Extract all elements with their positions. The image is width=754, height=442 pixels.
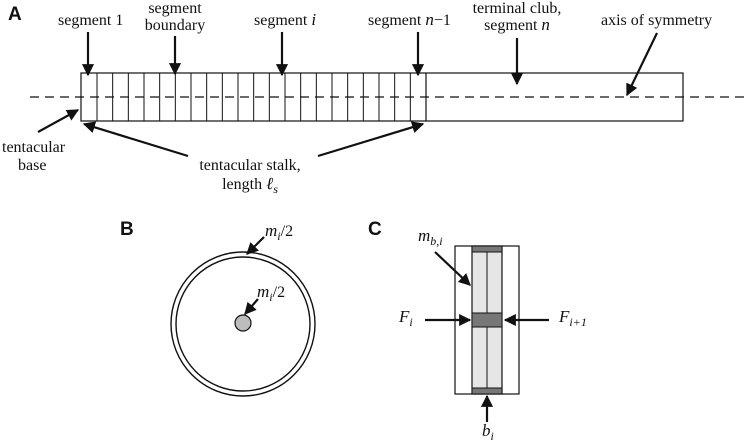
label-F-left: Fi	[398, 307, 413, 329]
middle-mass	[471, 312, 503, 328]
center-mass	[234, 314, 252, 332]
arrow-mb	[434, 251, 471, 286]
arrow-stalk-right	[317, 121, 425, 158]
top-cap	[471, 245, 503, 253]
label-mb: mb,i	[418, 226, 443, 248]
bottom-cap	[471, 387, 503, 395]
label-tentacular-base-1: tentacular	[2, 139, 66, 156]
arrow-stalk-left	[82, 121, 189, 158]
label-stalk-1: tentacular stalk,	[199, 157, 300, 174]
label-axis-of-symmetry: axis of symmetry	[601, 12, 712, 29]
label-segment-i: segment i	[254, 10, 316, 29]
label-stalk-2: length ℓs	[222, 174, 278, 196]
label-m-center: mi/2	[257, 282, 285, 304]
arrow-tentacular-base	[37, 109, 80, 133]
label-segment-n-1: segment n−1	[368, 10, 451, 29]
panel-b-letter: B	[120, 219, 134, 240]
label-segment-boundary-2: boundary	[145, 17, 205, 34]
arrow-m-outer	[246, 236, 265, 255]
label-m-outer: mi/2	[265, 221, 293, 243]
label-terminal-segment-n: segment n	[484, 15, 550, 34]
label-F-right: Fi+1	[558, 307, 587, 329]
arrow-axis-of-symmetry	[626, 32, 658, 97]
label-tentacular-base-2: base	[18, 157, 46, 174]
label-b: bi	[482, 421, 494, 442]
label-terminal-club: terminal club,	[473, 0, 562, 17]
panel-a-letter: A	[8, 4, 22, 25]
arrow-m-center	[244, 298, 259, 315]
label-segment-1: segment 1	[58, 12, 123, 29]
label-segment-boundary-1: segment	[148, 0, 202, 17]
panel-c-letter: C	[368, 219, 382, 240]
